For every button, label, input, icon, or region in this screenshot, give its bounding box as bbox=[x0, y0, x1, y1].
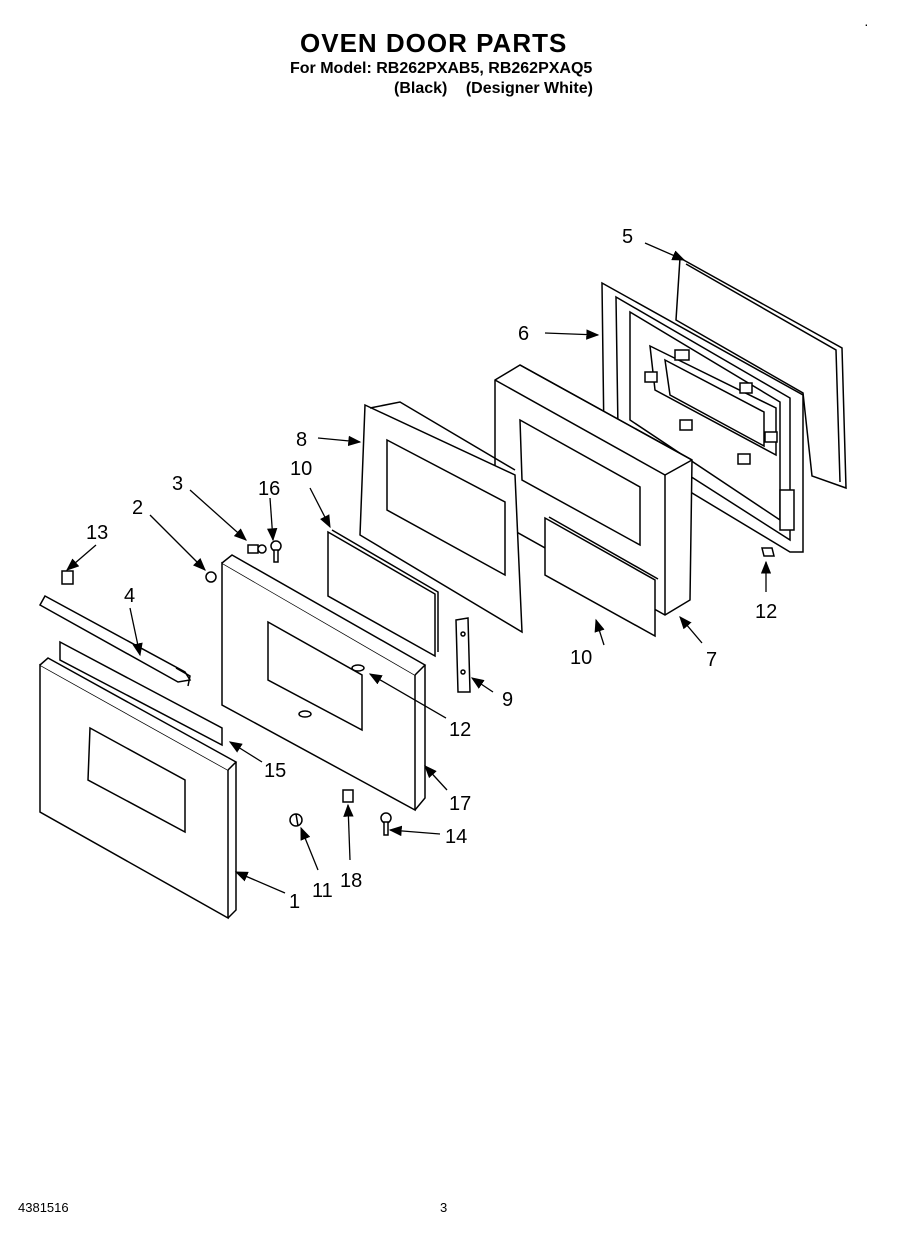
leader-17 bbox=[424, 765, 448, 791]
part-14-screw bbox=[380, 812, 392, 836]
part-9-bracket bbox=[455, 617, 471, 693]
callout-5: 5 bbox=[622, 226, 633, 248]
part-10-glass-left bbox=[327, 529, 439, 658]
model-line: For Model: RB262PXAB5, RB262PXAQ5 bbox=[290, 60, 593, 77]
callout-16: 16 bbox=[258, 478, 280, 500]
callout-10a: 10 bbox=[290, 458, 312, 480]
leader-7 bbox=[679, 616, 703, 644]
callout-4: 4 bbox=[124, 585, 135, 607]
corner-mark: · bbox=[864, 16, 869, 32]
part-4-handle bbox=[38, 594, 192, 687]
callout-2: 2 bbox=[132, 497, 143, 519]
leader-2 bbox=[149, 514, 206, 571]
part-3-screw bbox=[247, 544, 267, 554]
callout-6: 6 bbox=[518, 323, 529, 345]
part-10-glass-right bbox=[544, 516, 659, 638]
leader-18 bbox=[343, 803, 354, 861]
callout-12a: 12 bbox=[449, 719, 471, 741]
leader-9 bbox=[470, 677, 494, 693]
callout-15: 15 bbox=[264, 760, 286, 782]
part-11-screw bbox=[289, 813, 303, 827]
callout-14: 14 bbox=[445, 826, 467, 848]
part-8-inner-panel bbox=[359, 401, 523, 634]
part-17-door-panel bbox=[221, 554, 427, 812]
callout-9: 9 bbox=[502, 689, 513, 711]
leader-16 bbox=[266, 497, 278, 542]
variant-white-label: (Designer White) bbox=[465, 80, 593, 97]
part-13-end-cap bbox=[61, 570, 74, 585]
page-number: 3 bbox=[440, 1200, 448, 1215]
callout-1: 1 bbox=[289, 891, 300, 913]
leader-10b bbox=[594, 618, 605, 646]
leader-13 bbox=[66, 544, 97, 571]
leader-15 bbox=[228, 741, 263, 763]
leader-11 bbox=[300, 826, 319, 871]
page-title: OVEN DOOR PARTS bbox=[300, 28, 568, 58]
callout-3: 3 bbox=[172, 473, 183, 495]
leader-8 bbox=[317, 435, 362, 447]
part-15-trim bbox=[59, 640, 223, 747]
leader-12a bbox=[368, 673, 447, 719]
leader-14 bbox=[388, 825, 441, 837]
part-12-clip-right bbox=[761, 547, 775, 557]
callout-17: 17 bbox=[449, 793, 471, 815]
variant-labels: (Black) (Designer White) bbox=[394, 80, 607, 98]
callout-13: 13 bbox=[86, 522, 108, 544]
callout-18: 18 bbox=[340, 870, 362, 892]
callout-11: 11 bbox=[312, 880, 333, 902]
part-18-clip bbox=[342, 789, 354, 803]
callout-12b: 12 bbox=[755, 601, 777, 623]
variant-black-label: (Black) bbox=[394, 80, 448, 97]
leader-6 bbox=[544, 329, 600, 340]
part-7-insulation bbox=[494, 364, 693, 616]
leader-1 bbox=[234, 871, 286, 894]
part-16-screw bbox=[270, 540, 282, 563]
callout-8: 8 bbox=[296, 429, 307, 451]
part-6-inner-liner bbox=[601, 281, 804, 553]
leader-3 bbox=[189, 489, 247, 541]
leader-5 bbox=[644, 242, 686, 261]
callout-7: 7 bbox=[706, 649, 717, 671]
callout-10b: 10 bbox=[570, 647, 592, 669]
leader-10a bbox=[309, 487, 331, 529]
document-number: 4381516 bbox=[18, 1200, 69, 1215]
part-1-outer-door bbox=[39, 657, 238, 920]
part-2-fastener bbox=[205, 571, 217, 583]
part-5-gasket bbox=[675, 256, 847, 490]
leader-4 bbox=[129, 607, 143, 657]
